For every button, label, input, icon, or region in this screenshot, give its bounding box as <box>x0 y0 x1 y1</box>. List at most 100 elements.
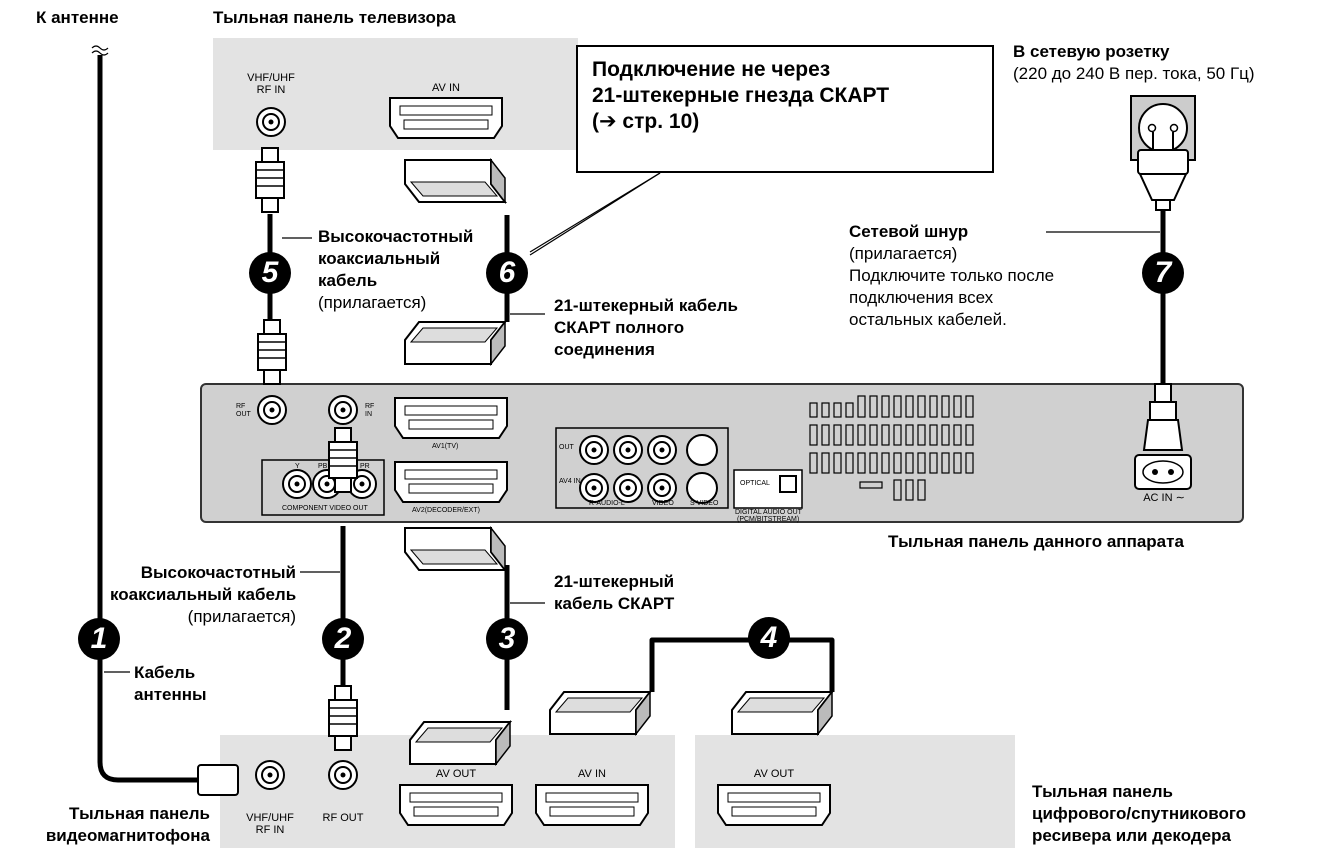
plug-av1-scart <box>404 321 506 365</box>
out-audio-r-jack <box>579 435 609 465</box>
vcr-av-in-socket <box>535 784 649 826</box>
step-4-badge: 4 <box>748 617 790 659</box>
coax5-line-3: кабель <box>318 271 378 290</box>
unit-panel-label: Тыльная панель данного аппарата <box>888 532 1184 551</box>
plug-vcr-av-in-scart <box>549 691 651 735</box>
s-video-label: S VIDEO <box>690 500 719 507</box>
pointer-lines <box>104 172 1160 673</box>
plug-tv-rf <box>255 147 285 213</box>
cable-4-scart <box>649 637 835 692</box>
antenna-label: К антенне <box>36 8 119 27</box>
plug-av2-scart <box>404 527 506 571</box>
tv-av-in-label: AV IN <box>432 82 460 94</box>
callout-line-1: Подключение не через <box>592 58 831 81</box>
vcr-rf-in-label-2: RF IN <box>255 824 285 836</box>
coax2-line-1: Высокочастотный <box>140 563 296 582</box>
out-video-jack <box>647 435 677 465</box>
plug-vcr-av-out-scart <box>409 721 511 765</box>
power-line-3: Подключите только после <box>849 266 1055 285</box>
digital-audio-label-2: (PCM/BITSTREAM) <box>737 516 800 523</box>
r-audio-l-label: R-AUDIO-L <box>589 500 625 507</box>
av2-label: AV2(DECODER/EXT) <box>412 507 480 514</box>
unit-rf-out-label-2: OUT <box>236 411 251 418</box>
vcr-rf-out-jack <box>328 760 358 790</box>
outlet-spec: (220 до 240 В пер. тока, 50 Гц) <box>1013 64 1255 83</box>
receiver-panel-line-3: ресивера или декодера <box>1032 826 1231 845</box>
power-line-4: подключения всех <box>849 288 994 307</box>
component-y-jack <box>282 469 312 499</box>
component-out-label: COMPONENT VIDEO OUT <box>282 505 368 512</box>
coax2-line-3: (прилагается) <box>187 607 296 626</box>
vcr-rf-out-label: RF OUT <box>322 812 364 824</box>
tv-rf-in-label-1: VHF/UHF <box>247 72 295 84</box>
step-1-badge: 1 <box>78 618 120 660</box>
vcr-panel-line-1: Тыльная панель <box>69 804 210 823</box>
antenna-cable-line-2: антенны <box>134 685 207 704</box>
tv-rf-in-label-2: RF IN <box>256 84 286 96</box>
receiver-av-out-socket <box>717 784 831 826</box>
scart6-line-2: СКАРТ полного <box>554 318 685 337</box>
component-group <box>261 459 385 516</box>
receiver-panel-line-2: цифрового/спутникового <box>1032 804 1247 823</box>
vcr-av-out-socket <box>399 784 513 826</box>
power-line-2: (прилагается) <box>849 244 958 263</box>
callout-line-2: 21-штекерные гнезда СКАРТ <box>592 84 890 107</box>
vent-slots <box>809 395 974 501</box>
out-audio-l-jack <box>613 435 643 465</box>
unit-rf-out-label-1: RF <box>236 403 246 410</box>
plug-ac-in <box>1142 383 1184 451</box>
comp-pr-label: PR <box>360 463 370 470</box>
vcr-av-in-label: AV IN <box>578 768 606 780</box>
vcr-panel-line-2: видеомагнитофона <box>45 826 210 845</box>
antenna-cable-line-1: Кабель <box>134 663 196 682</box>
out-label: OUT <box>559 444 574 451</box>
coax5-line-2: коаксиальный <box>318 249 441 268</box>
ac-in-label: AC IN ∼ <box>1143 492 1185 504</box>
antenna-symbol <box>91 45 109 56</box>
coax5-line-1: Высокочастотный <box>318 227 474 246</box>
optical-label: OPTICAL <box>740 480 770 487</box>
scart6-line-1: 21-штекерный кабель <box>554 296 738 315</box>
unit-av2-socket <box>394 461 508 503</box>
scart3-line-2: кабель СКАРТ <box>554 594 675 613</box>
plug-vcr-rf-out <box>328 685 358 751</box>
vcr-rf-in-jack <box>255 760 285 790</box>
plug-unit-rf-out <box>257 319 287 385</box>
av4-in-label: AV4 IN <box>559 478 581 485</box>
scart6-line-3: соединения <box>554 340 655 359</box>
tv-av-in-socket <box>389 97 503 139</box>
step-7-badge: 7 <box>1142 252 1184 294</box>
unit-av1-socket <box>394 397 508 439</box>
outlet-title: В сетевую розетку <box>1013 42 1170 61</box>
vcr-av-out-label: AV OUT <box>435 768 477 780</box>
unit-rf-out-jack <box>257 395 287 425</box>
video-label: VIDEO <box>652 500 674 507</box>
plug-tv-scart <box>404 159 506 203</box>
unit-rear-body <box>200 383 1244 523</box>
cable-1-antenna <box>97 55 198 783</box>
plug-receiver-scart <box>731 691 833 735</box>
step-2-badge: 2 <box>322 618 364 660</box>
in-s-video-jack <box>686 472 718 504</box>
callout-line-3: (➔ стр. 10) <box>592 110 700 133</box>
coax5-line-4: (прилагается) <box>318 293 427 312</box>
av4-group <box>555 427 729 509</box>
power-line-1: Сетевой шнур <box>849 222 969 241</box>
tv-panel-label: Тыльная панель телевизора <box>213 8 456 27</box>
optical-jack <box>779 475 797 493</box>
receiver-av-out-label: AV OUT <box>753 768 795 780</box>
scart3-line-1: 21-штекерный <box>554 572 675 591</box>
plug-mains <box>1137 132 1189 211</box>
plug-vcr-antenna <box>197 764 239 796</box>
out-s-video-jack <box>686 434 718 466</box>
unit-rf-in-jack <box>328 395 358 425</box>
digital-audio-label-1: DIGITAL AUDIO OUT <box>735 509 802 516</box>
comp-pb-label: PB <box>318 463 328 470</box>
step-6-badge: 6 <box>486 252 528 294</box>
step-5-badge: 5 <box>249 252 291 294</box>
step-3-badge: 3 <box>486 618 528 660</box>
av1-label: AV1(TV) <box>432 443 459 450</box>
in-audio-r-jack <box>579 473 609 503</box>
unit-rf-in-label-2: IN <box>365 411 372 418</box>
